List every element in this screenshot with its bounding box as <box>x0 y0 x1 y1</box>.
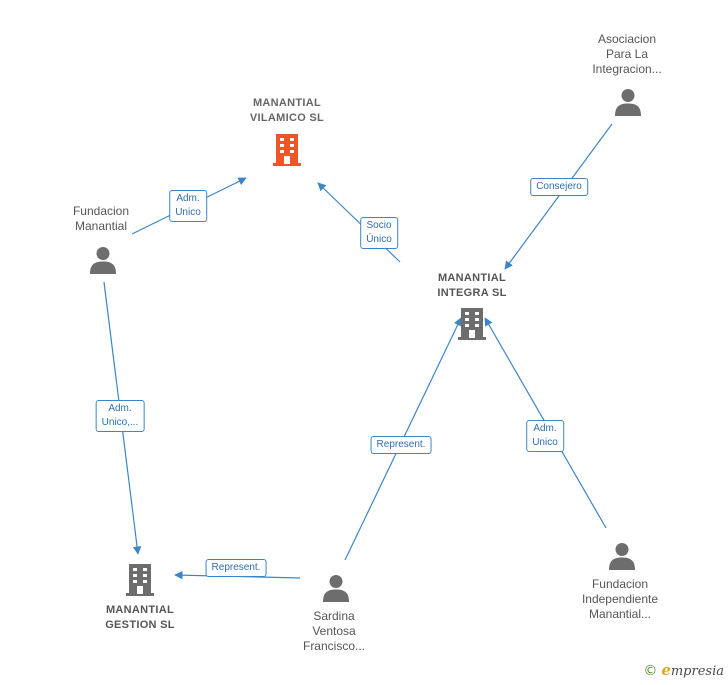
node-asociacion[interactable]: Asociacion Para La Integracion... <box>567 32 687 118</box>
node-manantial-integra[interactable]: MANANTIAL INTEGRA SL <box>412 271 532 345</box>
edge-label-e5[interactable]: Represent. <box>370 436 432 454</box>
person-icon <box>323 575 349 602</box>
person-icon <box>615 89 641 116</box>
edge-label-e2[interactable]: Socio Único <box>360 217 398 249</box>
building-icon <box>458 308 486 340</box>
node-sardina[interactable]: Sardina Ventosa Francisco... <box>274 574 394 658</box>
node-label: MANANTIAL VILAMICO SL <box>249 97 325 124</box>
node-label: MANANTIAL INTEGRA SL <box>437 272 507 299</box>
brand-logo: ©empresia <box>643 661 724 679</box>
node-fundacion-independiente[interactable]: Fundacion Independiente Manantial... <box>560 542 680 624</box>
copyright-icon: © <box>643 663 658 679</box>
edge-label-e6[interactable]: Adm. Unico <box>526 420 564 452</box>
node-manantial-gestion[interactable]: MANANTIAL GESTION SL <box>80 563 200 635</box>
node-fundacion-manantial[interactable]: Fundacion Manantial <box>41 204 161 276</box>
edge-line-e3 <box>504 123 613 270</box>
node-label: Fundacion Independiente Manantial... <box>581 577 659 621</box>
person-icon <box>90 247 116 274</box>
edge-label-e4[interactable]: Adm. Unico,... <box>95 400 145 432</box>
person-icon <box>609 543 635 570</box>
node-manantial-vilamico[interactable]: MANANTIAL VILAMICO SL <box>227 96 347 172</box>
brand-initial: e <box>661 661 671 679</box>
building-icon <box>126 564 154 596</box>
edge-label-e7[interactable]: Represent. <box>205 559 267 577</box>
node-label: MANANTIAL GESTION SL <box>105 604 175 631</box>
edge-label-e3[interactable]: Consejero <box>530 178 588 196</box>
building-icon <box>273 134 301 166</box>
node-label: Asociacion Para La Integracion... <box>592 32 662 76</box>
edge-label-e1[interactable]: Adm. Unico <box>169 190 207 222</box>
node-label: Sardina Ventosa Francisco... <box>302 609 365 653</box>
node-label: Fundacion Manantial <box>72 204 130 233</box>
brand-name: mpresia <box>670 664 724 679</box>
